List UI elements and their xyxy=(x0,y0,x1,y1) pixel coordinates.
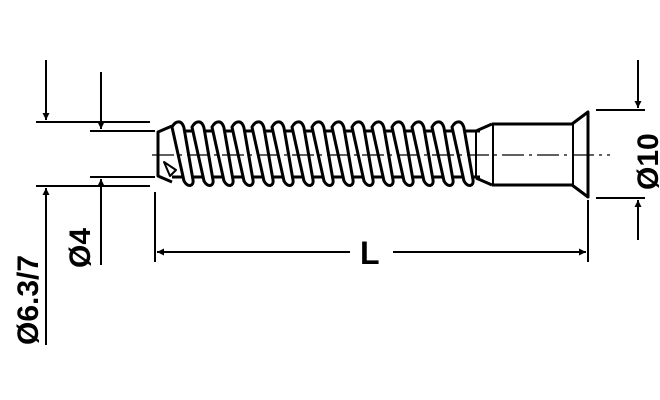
screw-threads xyxy=(170,120,475,187)
core-diameter-label: Ø4 xyxy=(64,228,97,268)
head-diameter-dimension xyxy=(596,60,645,240)
core-diameter-dimension xyxy=(90,72,155,265)
outer-diameter-label: Ø6.3/7 xyxy=(12,255,45,345)
length-dimension xyxy=(154,192,589,262)
outer-diameter-dimension xyxy=(36,60,150,345)
head-diameter-label: Ø10 xyxy=(632,133,660,190)
length-label: L xyxy=(360,235,380,271)
screw-body xyxy=(156,110,590,199)
